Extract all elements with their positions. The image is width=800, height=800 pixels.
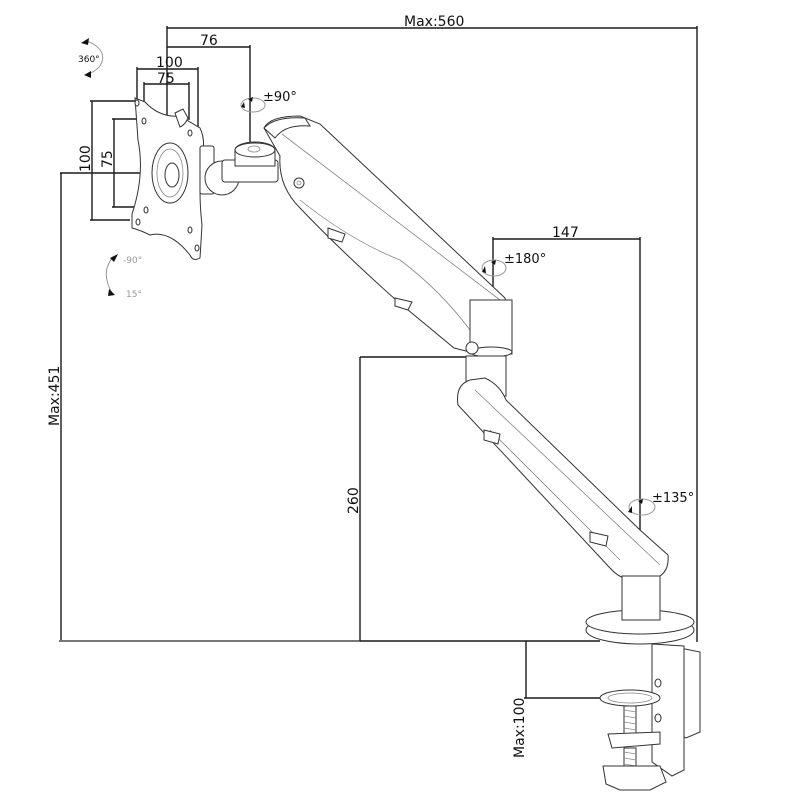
swivel-360-arrow-top bbox=[81, 38, 89, 45]
upper-arm-spine bbox=[281, 133, 501, 301]
head-swivel-arrow bbox=[241, 102, 245, 108]
upper-arm-end-cap bbox=[263, 117, 311, 139]
clamp-handle bbox=[602, 765, 667, 791]
vesa-outer-width-label: 100 bbox=[156, 55, 183, 71]
base-swivel-arrow-2 bbox=[638, 499, 643, 504]
swivel-cap-top bbox=[234, 142, 276, 158]
tilt-down-label: 15° bbox=[126, 290, 142, 300]
dimension-lines bbox=[59, 26, 698, 699]
vesa-hole-6 bbox=[187, 226, 193, 234]
swivel-cap-bolt bbox=[247, 145, 261, 153]
rotation-indicators: 360° ±90° -90° 15° ±180° ±135° bbox=[78, 38, 694, 516]
vesa-outer-height-label: 100 bbox=[78, 145, 94, 172]
upper-arm-pivot bbox=[293, 177, 305, 189]
swivel-360-arrow-bottom bbox=[84, 71, 91, 78]
upper-arm-body bbox=[263, 115, 513, 357]
vesa-offset-label: 76 bbox=[200, 33, 218, 49]
elbow-swivel-arrow bbox=[482, 266, 486, 273]
clamp-body bbox=[651, 643, 685, 777]
clamp-pressure-pad bbox=[599, 689, 661, 707]
lower-arm-slot-1 bbox=[483, 429, 501, 445]
vesa-hole-1 bbox=[134, 99, 140, 107]
dimension-labels: Max:560 76 100 75 100 75 Max:451 260 147… bbox=[47, 14, 579, 758]
base-clamp bbox=[585, 575, 701, 791]
clamp-lower-bar bbox=[607, 731, 661, 749]
max-reach-label: Max:560 bbox=[404, 14, 464, 30]
elbow-swivel-ellipse bbox=[481, 259, 507, 277]
upper-arm-pivot-inner bbox=[296, 180, 302, 186]
vesa-hole-7 bbox=[194, 244, 200, 252]
tilt-arrow-down bbox=[108, 289, 115, 296]
max-height-label: Max:451 bbox=[47, 366, 63, 426]
tilt-up-label: -90° bbox=[123, 256, 142, 266]
clamp-hole-1 bbox=[654, 678, 662, 688]
lower-arm-slot-2 bbox=[589, 531, 609, 547]
upper-arm-groove bbox=[299, 199, 471, 331]
base-swivel-arrow bbox=[628, 506, 632, 513]
lower-arm-reach-label: 147 bbox=[552, 225, 579, 241]
vesa-hole-5 bbox=[135, 218, 141, 226]
head-swivel-label: ±90° bbox=[263, 90, 297, 105]
vesa-hole-2 bbox=[141, 117, 147, 125]
tilt-arc bbox=[105, 256, 114, 294]
clamp-pressure-pad-inner bbox=[607, 692, 653, 704]
elbow-pivot bbox=[465, 341, 479, 355]
vesa-plate bbox=[131, 97, 205, 260]
vesa-inner-width-label: 75 bbox=[157, 71, 175, 87]
vesa-inner-height-label: 75 bbox=[100, 150, 116, 168]
clamp-hole-2 bbox=[654, 713, 662, 723]
tilt-head bbox=[199, 141, 279, 196]
base-swivel-ellipse bbox=[628, 498, 656, 516]
clamp-screw-thread-upper bbox=[623, 709, 637, 731]
upper-arm-slot-1 bbox=[327, 227, 346, 243]
vesa-center-hub bbox=[164, 162, 180, 188]
upper-arm-slot-2 bbox=[394, 297, 413, 311]
tilt-arrow-up bbox=[110, 254, 118, 262]
vesa-center-ring-inner bbox=[156, 148, 184, 198]
vesa-hole-3 bbox=[187, 129, 193, 137]
vesa-hole-4 bbox=[143, 206, 149, 214]
lower-arm-body bbox=[457, 377, 669, 582]
elbow-swivel-label: ±180° bbox=[504, 252, 546, 267]
quick-release-latch bbox=[174, 108, 189, 128]
head-swivel-ellipse bbox=[240, 97, 266, 113]
base-column-front bbox=[621, 575, 661, 621]
lower-arm bbox=[457, 355, 669, 582]
head-swivel-arrow-2 bbox=[248, 97, 253, 102]
pole-height-label: 260 bbox=[346, 487, 362, 514]
swivel-360-label: 360° bbox=[78, 55, 100, 65]
clamp-max-label: Max:100 bbox=[512, 698, 528, 758]
upper-arm bbox=[263, 115, 513, 358]
swivel-360-arc bbox=[85, 40, 104, 75]
lower-arm-spine bbox=[474, 389, 661, 566]
elbow-swivel-arrow-2 bbox=[491, 260, 496, 265]
base-swivel-label: ±135° bbox=[652, 491, 694, 506]
